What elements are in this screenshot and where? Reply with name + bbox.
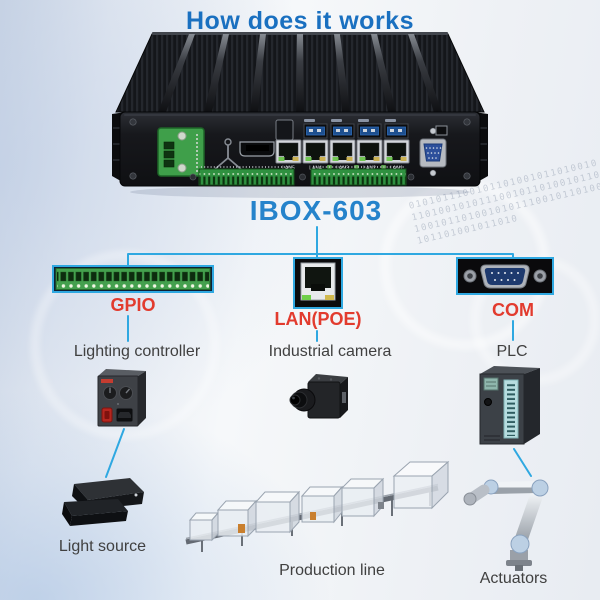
ibox-603-device-image: LAN5 LAN4 LAN3 LAN2 LAN1 (112, 32, 488, 198)
io-terminal-strips (189, 166, 415, 186)
com-label: COM (492, 300, 534, 320)
hdmi-port (239, 141, 275, 157)
gpio-label: GPIO (110, 295, 156, 315)
com-port-image (456, 257, 554, 295)
lighting-controller-image (97, 369, 146, 427)
plc-image (479, 366, 540, 445)
production-line-label: Production line (279, 562, 385, 579)
light-source-label: Light source (58, 538, 147, 555)
lighting-controller-label: Lighting controller (73, 343, 201, 360)
gpio-port-image (52, 265, 214, 293)
industrial-camera-label: Industrial camera (268, 343, 392, 360)
actuators-label: Actuators (479, 570, 548, 587)
device-name-label: IBOX-603 (249, 195, 383, 226)
industrial-camera-image (289, 374, 348, 419)
plc-label: PLC (496, 343, 528, 360)
page-title: How does it works (186, 7, 414, 35)
sim-slot (275, 119, 294, 141)
production-line-image (185, 460, 450, 552)
lan-poe-port-image (293, 257, 343, 309)
power-terminal-block (157, 127, 205, 177)
vga-port (419, 125, 448, 177)
robot-arm-image (463, 479, 549, 571)
lan-poe-label: LAN(POE) (274, 309, 362, 329)
light-source-image (62, 478, 144, 526)
usb3-ports (303, 119, 409, 139)
